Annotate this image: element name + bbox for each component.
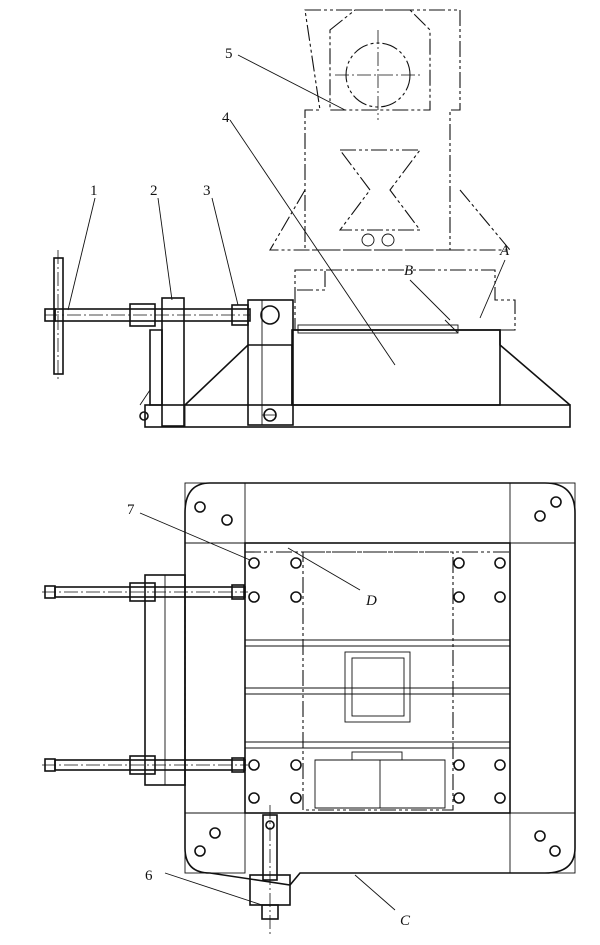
callout-B: B	[404, 263, 413, 279]
bottom-screw	[249, 805, 291, 935]
mounting-plate	[244, 542, 511, 814]
callout-4: 4	[222, 110, 230, 126]
side-clamp-bracket	[144, 574, 186, 786]
top-base-plate	[184, 482, 576, 886]
pivot-block	[247, 299, 294, 426]
front-view-leaders	[67, 54, 506, 366]
callout-D: D	[365, 593, 377, 609]
top-view	[42, 482, 576, 935]
clamp-bracket	[139, 297, 185, 427]
callout-A: A	[499, 243, 510, 259]
callout-7: 7	[127, 502, 135, 518]
callout-6: 6	[145, 868, 153, 884]
callout-1: 1	[90, 183, 98, 199]
base-bolt-icon	[139, 411, 149, 421]
callout-C: C	[400, 913, 411, 929]
workpiece-phantom	[269, 9, 516, 331]
side-screws	[42, 582, 248, 775]
top-view-leaders	[139, 512, 396, 911]
base-plate	[144, 319, 571, 428]
cross-bars	[245, 639, 510, 809]
front-view	[44, 9, 571, 428]
plate-bolt-holes	[248, 557, 506, 804]
corner-pads	[184, 482, 576, 874]
callout-2: 2	[150, 183, 158, 199]
callout-3: 3	[203, 183, 211, 199]
screw-handle	[44, 250, 251, 382]
callout-5: 5	[225, 46, 233, 62]
